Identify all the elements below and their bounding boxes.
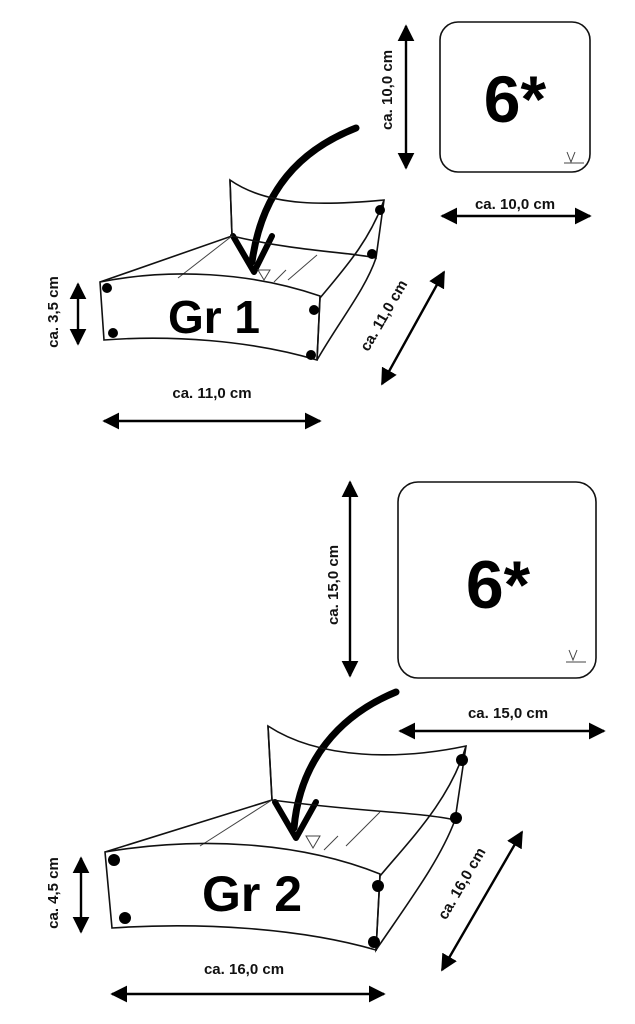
box-1-depth-label: ca. 11,0 cm: [357, 277, 411, 354]
box-2-rivet: [372, 880, 384, 892]
card-1-height-label: ca. 10,0 cm: [379, 50, 396, 130]
insert-arrow-2-head: [272, 799, 319, 841]
box-2-depth-arrow: [440, 830, 524, 972]
card-1: 6*: [439, 21, 591, 173]
card-1-label: 6*: [484, 62, 547, 136]
box-1-rivet: [309, 305, 319, 315]
card-2-label: 6*: [466, 547, 531, 623]
insert-arrow-1-head: [230, 233, 275, 275]
box-1-rivet: [102, 283, 112, 293]
card-2: 6*: [397, 481, 597, 679]
box-2-height-label: ca. 4,5 cm: [45, 857, 62, 929]
box-1-rivet: [108, 328, 118, 338]
group-1: 6* ca. 10,0 cm ca. 10,0 cm: [45, 21, 592, 430]
box-2-inner-mark: [305, 835, 339, 851]
insert-arrow-1: [248, 124, 360, 266]
card-2-width-label: ca. 15,0 cm: [468, 705, 548, 722]
box-1-height-label: ca. 3,5 cm: [45, 276, 62, 348]
box-1-depth-arrow: [380, 270, 446, 386]
box-2-depth-label: ca. 16,0 cm: [435, 845, 490, 923]
box-2: Gr 2: [104, 724, 468, 953]
box-2-rivet: [119, 912, 131, 924]
card-1-width-label: ca. 10,0 cm: [475, 196, 555, 213]
box-2-rivet: [456, 754, 468, 766]
card-2-height-label: ca. 15,0 cm: [325, 545, 342, 625]
card-1-logo-mark: [564, 151, 584, 164]
group-2: 6* ca. 15,0 cm ca. 15,0 cm: [45, 480, 606, 1003]
box-1-width-label: ca. 11,0 cm: [172, 385, 251, 402]
card-1-outline: [439, 21, 591, 173]
card-2-logo-mark: [566, 649, 586, 663]
box-1-left-wall: [99, 179, 233, 283]
box-2-back-wall: [267, 724, 467, 821]
box-2-left-wall: [104, 725, 273, 853]
card-2-outline: [397, 481, 597, 679]
box-1-rivet: [375, 205, 385, 215]
box-2-rivet: [108, 854, 120, 866]
box-1-rivet: [306, 350, 316, 360]
box-2-front-wall: [104, 842, 381, 952]
box-1-rivet: [367, 249, 377, 259]
box-2-width-label: ca. 16,0 cm: [204, 961, 284, 978]
box-2-rivet: [450, 812, 462, 824]
box-2-rivet: [368, 936, 380, 948]
box-1-front-wall: [99, 273, 321, 362]
box-2-right-wall: [375, 745, 467, 953]
insert-arrow-2: [290, 688, 400, 832]
box-1-label: Gr 1: [168, 291, 260, 343]
box-2-label: Gr 2: [202, 866, 302, 922]
box-1: Gr 1: [99, 178, 385, 362]
box-2-floor: [199, 799, 381, 847]
box-1-floor: [177, 235, 318, 281]
box-1-inner-mark: [257, 269, 287, 283]
